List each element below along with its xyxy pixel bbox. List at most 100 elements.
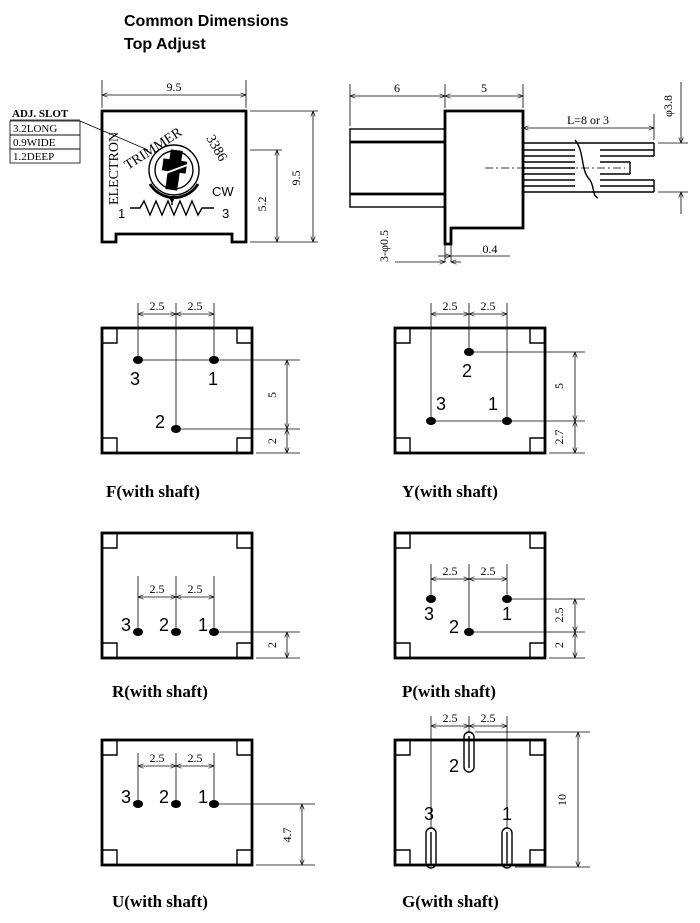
adj-slot-deep: 1.2DEEP xyxy=(13,151,54,163)
variant-u-pin-label-3: 3 xyxy=(121,787,131,807)
adj-slot-heading: ADJ. SLOT xyxy=(12,108,69,120)
variant-p-pin-label-1: 1 xyxy=(502,604,512,624)
variant-p-pin-2 xyxy=(464,628,474,636)
variant-g-pitch-b: 2.5 xyxy=(481,711,496,725)
variant-u-pin-1 xyxy=(209,800,219,808)
variant-r-caption: R(with shaft) xyxy=(112,682,208,701)
variant-r-pin-1 xyxy=(209,628,219,636)
variant-f-pin-1 xyxy=(209,356,219,364)
variant-g-pin-3 xyxy=(425,827,437,869)
variant-g-dim-a: 10 xyxy=(555,794,569,806)
variant-f-pitch-b: 2.5 xyxy=(188,299,203,313)
side-leads xyxy=(523,139,655,199)
variant-f-pitch-a: 2.5 xyxy=(150,299,165,313)
cw-label: CW xyxy=(212,184,234,199)
variant-p: 2.5 2.5 2.5 2 3 1 2 P(with shaft) xyxy=(393,531,585,701)
variant-u-pin-label-2: 2 xyxy=(159,787,169,807)
variant-g-pin-label-1: 1 xyxy=(502,804,512,824)
variant-r-body xyxy=(100,531,254,660)
variant-p-caption: P(with shaft) xyxy=(402,682,496,701)
top-pin-height-dim: 5.2 xyxy=(255,197,269,212)
top-view-outline xyxy=(100,109,248,244)
variant-g-pin-2 xyxy=(463,731,475,773)
variant-u-body xyxy=(100,738,254,867)
resistor-symbol-icon xyxy=(130,199,214,217)
variant-f-pin-label-1: 1 xyxy=(208,369,218,389)
top-pin3-label: 3 xyxy=(222,206,229,221)
variant-g-pitch-a: 2.5 xyxy=(443,711,458,725)
variant-p-pin-3 xyxy=(426,595,436,603)
top-width-dim: 9.5 xyxy=(167,80,182,94)
variant-u-pin-label-1: 1 xyxy=(198,787,208,807)
variant-f-caption: F(with shaft) xyxy=(106,482,200,501)
side-length-dim: L=8 or 3 xyxy=(567,113,609,127)
variant-g-caption: G(with shaft) xyxy=(402,892,499,911)
variant-u-pin-2 xyxy=(171,800,181,808)
variant-f-pin-label-2: 2 xyxy=(155,412,165,432)
variant-g-pin-1 xyxy=(501,827,513,869)
variant-f-pin-label-3: 3 xyxy=(130,369,140,389)
variant-p-body xyxy=(393,531,547,660)
side-view: 6 5 L=8 or 3 φ3.8 3-φ0.5 0.4 xyxy=(349,81,688,262)
variant-r-pitch-b: 2.5 xyxy=(188,582,203,596)
adj-slot-long: 3.2LONG xyxy=(13,123,57,135)
variant-g-pin-label-3: 3 xyxy=(424,804,434,824)
side-pin-offset-dim: 0.4 xyxy=(483,242,498,256)
variant-y-pin-label-2: 2 xyxy=(462,361,472,381)
top-pin1-label: 1 xyxy=(118,206,125,221)
variant-y-dim-a: 5 xyxy=(552,383,566,389)
variant-r-pitch-a: 2.5 xyxy=(150,582,165,596)
variant-f-pin-3 xyxy=(133,356,143,364)
variant-u-dim-a: 4.7 xyxy=(280,828,294,843)
side-body-dim: 5 xyxy=(481,81,487,95)
variant-u-pin-3 xyxy=(133,800,143,808)
variant-f-pin-2 xyxy=(171,425,181,433)
variant-r-pin-label-3: 3 xyxy=(121,615,131,635)
variant-p-dim-b: 2 xyxy=(552,642,566,648)
variant-p-pin-label-2: 2 xyxy=(449,617,459,637)
variant-y-body xyxy=(393,326,547,455)
variant-r-dim-a: 2 xyxy=(265,642,279,648)
variant-g-body xyxy=(393,738,547,867)
variant-r-pin-2 xyxy=(171,628,181,636)
variant-u-caption: U(with shaft) xyxy=(112,892,208,911)
side-shaft-dim: 6 xyxy=(394,81,400,95)
variant-f-dim-b: 2 xyxy=(265,438,279,444)
body-part-text: 3386 xyxy=(203,133,230,165)
top-view: 9.5 9.5 5.2 ADJ. SLOT 3.2LONG 0.9WIDE 1.… xyxy=(9,80,318,244)
body-maker-text: ELECTRON xyxy=(107,132,122,205)
variant-f-body xyxy=(100,326,254,455)
variant-r-pin-label-2: 2 xyxy=(159,615,169,635)
side-diameter-dim: φ3.8 xyxy=(661,95,675,117)
variant-y: 2.5 2.5 5 2.7 2 3 1 Y(with shaft) xyxy=(393,299,585,501)
variant-p-pitch-a: 2.5 xyxy=(443,564,458,578)
title-common-dimensions: Common Dimensions xyxy=(124,13,289,30)
variant-u: 2.5 2.5 4.7 3 2 1 U(with shaft) xyxy=(100,738,315,911)
variant-y-pitch-a: 2.5 xyxy=(443,299,458,313)
title-top-adjust: Top Adjust xyxy=(124,36,206,53)
variant-g: 2.5 2.5 10 2 3 1 G(with shaft) xyxy=(393,711,590,911)
variant-y-pin-3 xyxy=(426,417,436,425)
variant-y-pin-label-3: 3 xyxy=(436,394,446,414)
variant-y-pin-2 xyxy=(464,348,474,356)
variant-y-dim-b: 2.7 xyxy=(552,430,566,445)
adj-slot-wide: 0.9WIDE xyxy=(13,137,56,149)
side-body-outline xyxy=(443,109,525,246)
variant-u-pitch-b: 2.5 xyxy=(188,751,203,765)
top-height-dim: 9.5 xyxy=(289,171,303,186)
variant-p-pin-label-3: 3 xyxy=(424,604,434,624)
variant-y-caption: Y(with shaft) xyxy=(402,482,498,501)
variant-r-pin-3 xyxy=(133,628,143,636)
variant-y-pin-label-1: 1 xyxy=(488,394,498,414)
adjuster-screw-icon xyxy=(148,144,200,199)
variant-f-dim-a: 5 xyxy=(265,392,279,398)
variant-y-pitch-b: 2.5 xyxy=(481,299,496,313)
variant-r-pin-label-1: 1 xyxy=(198,615,208,635)
variant-r: 2.5 2.5 2 3 2 1 R(with shaft) xyxy=(100,531,300,701)
variant-u-pitch-a: 2.5 xyxy=(150,751,165,765)
variant-p-pin-1 xyxy=(502,595,512,603)
variant-y-pin-1 xyxy=(502,417,512,425)
variant-f: 2.5 2.5 5 2 3 1 2 F(with shaft) xyxy=(100,299,300,501)
variant-g-pin-label-2: 2 xyxy=(449,756,459,776)
